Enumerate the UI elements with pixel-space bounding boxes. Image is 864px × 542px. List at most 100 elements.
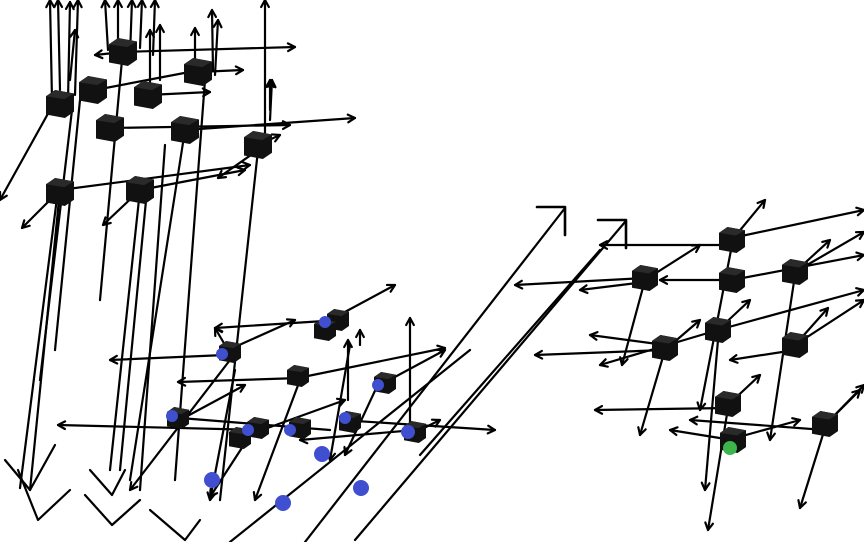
arrow-head bbox=[126, 0, 137, 9]
block-top-face bbox=[705, 317, 731, 326]
blue-marker bbox=[242, 424, 254, 436]
block-top-face bbox=[96, 114, 124, 124]
dark-block bbox=[109, 38, 137, 66]
block-top-face bbox=[109, 38, 137, 48]
arrow-head bbox=[149, 0, 160, 9]
arrow-head bbox=[637, 426, 647, 437]
force-arrow bbox=[38, 108, 74, 382]
force-arrow bbox=[68, 28, 80, 82]
force-arrow bbox=[145, 28, 155, 92]
force-arrow bbox=[265, 78, 275, 112]
arrow-head bbox=[821, 238, 832, 249]
force-arrow bbox=[700, 338, 720, 492]
force-arrow bbox=[252, 378, 302, 502]
arrow-shaft bbox=[151, 0, 157, 57]
force-arrow bbox=[178, 383, 247, 422]
dark-block bbox=[134, 81, 162, 109]
force-arrow bbox=[637, 348, 667, 437]
arrow-head bbox=[176, 376, 187, 387]
arrow-head bbox=[83, 493, 142, 527]
arrow-head bbox=[64, 0, 75, 11]
block-top-face bbox=[134, 81, 162, 91]
arrow-head bbox=[797, 499, 807, 510]
arrow-head bbox=[72, 0, 83, 9]
force-arrow bbox=[212, 18, 223, 77]
arrow-head bbox=[88, 468, 127, 497]
force-arrow bbox=[72, 0, 83, 97]
arrow-head bbox=[190, 26, 200, 37]
block-top-face bbox=[244, 131, 272, 141]
blue-marker bbox=[372, 379, 384, 391]
arrow-tail bbox=[88, 468, 127, 497]
arrow-head bbox=[854, 230, 864, 240]
arrow-head bbox=[619, 356, 629, 367]
force-arrow bbox=[64, 0, 75, 102]
arrow-head bbox=[766, 431, 776, 442]
block-top-face bbox=[812, 411, 838, 420]
blue-marker bbox=[339, 412, 351, 424]
block-top-face bbox=[327, 309, 349, 317]
arrow-shaft bbox=[178, 383, 247, 422]
force-arrow bbox=[593, 404, 730, 415]
force-arrow bbox=[688, 415, 827, 432]
large-arrow-head bbox=[535, 205, 567, 237]
dark-block bbox=[184, 58, 212, 86]
force-arrow bbox=[355, 328, 365, 347]
dark-block bbox=[79, 76, 107, 104]
force-arrow bbox=[53, 0, 64, 92]
block-layer bbox=[46, 38, 838, 453]
arrow-head bbox=[236, 166, 247, 177]
dark-block bbox=[705, 317, 731, 343]
block-top-face bbox=[720, 427, 746, 436]
dark-block bbox=[719, 227, 745, 253]
dark-block bbox=[652, 335, 678, 361]
arrow-head bbox=[3, 443, 57, 492]
force-arrow bbox=[155, 23, 165, 82]
arrow-head bbox=[286, 42, 297, 53]
arrow-shaft bbox=[48, 0, 54, 102]
arrow-head bbox=[270, 133, 282, 143]
arrow-head bbox=[658, 275, 669, 285]
arrow-shaft bbox=[73, 0, 80, 97]
large-arrow-head bbox=[596, 218, 628, 250]
force-arrow bbox=[183, 113, 357, 132]
arrow-head bbox=[513, 279, 524, 290]
arrow-head bbox=[20, 219, 31, 230]
dark-block bbox=[719, 267, 745, 293]
arrow-shaft bbox=[213, 18, 220, 77]
arrow-shaft bbox=[620, 278, 647, 367]
force-arrow bbox=[118, 42, 297, 54]
blue-marker bbox=[319, 316, 331, 328]
dark-block bbox=[812, 411, 838, 437]
arrow-tail bbox=[3, 443, 57, 492]
block-top-face bbox=[652, 335, 678, 344]
blue-marker bbox=[284, 424, 296, 436]
force-arrow bbox=[619, 278, 647, 367]
force-arrow bbox=[533, 348, 667, 360]
arrow-head bbox=[593, 404, 604, 415]
arrow-shaft bbox=[688, 418, 827, 432]
block-top-face bbox=[219, 341, 241, 349]
arrow-head bbox=[252, 490, 263, 502]
dark-block bbox=[287, 365, 309, 387]
arrow-head bbox=[113, 0, 123, 9]
force-arrow bbox=[118, 178, 150, 472]
arrow-head bbox=[69, 28, 80, 39]
dark-block bbox=[171, 116, 199, 144]
arrow-head bbox=[93, 49, 104, 60]
block-top-face bbox=[171, 116, 199, 126]
arrow-shaft bbox=[98, 58, 124, 302]
force-arrow bbox=[260, 0, 270, 142]
arrow-shaft bbox=[108, 188, 142, 472]
arrow-head bbox=[578, 284, 589, 295]
force-arrow bbox=[53, 98, 82, 352]
arrow-head bbox=[235, 383, 247, 393]
block-top-face bbox=[289, 417, 311, 425]
force-arrow bbox=[343, 338, 353, 402]
arrow-head bbox=[101, 216, 112, 227]
arrow-shaft bbox=[138, 143, 167, 492]
arrow-head bbox=[207, 8, 218, 19]
arrow-shaft bbox=[183, 116, 357, 132]
force-arrow bbox=[207, 8, 218, 72]
